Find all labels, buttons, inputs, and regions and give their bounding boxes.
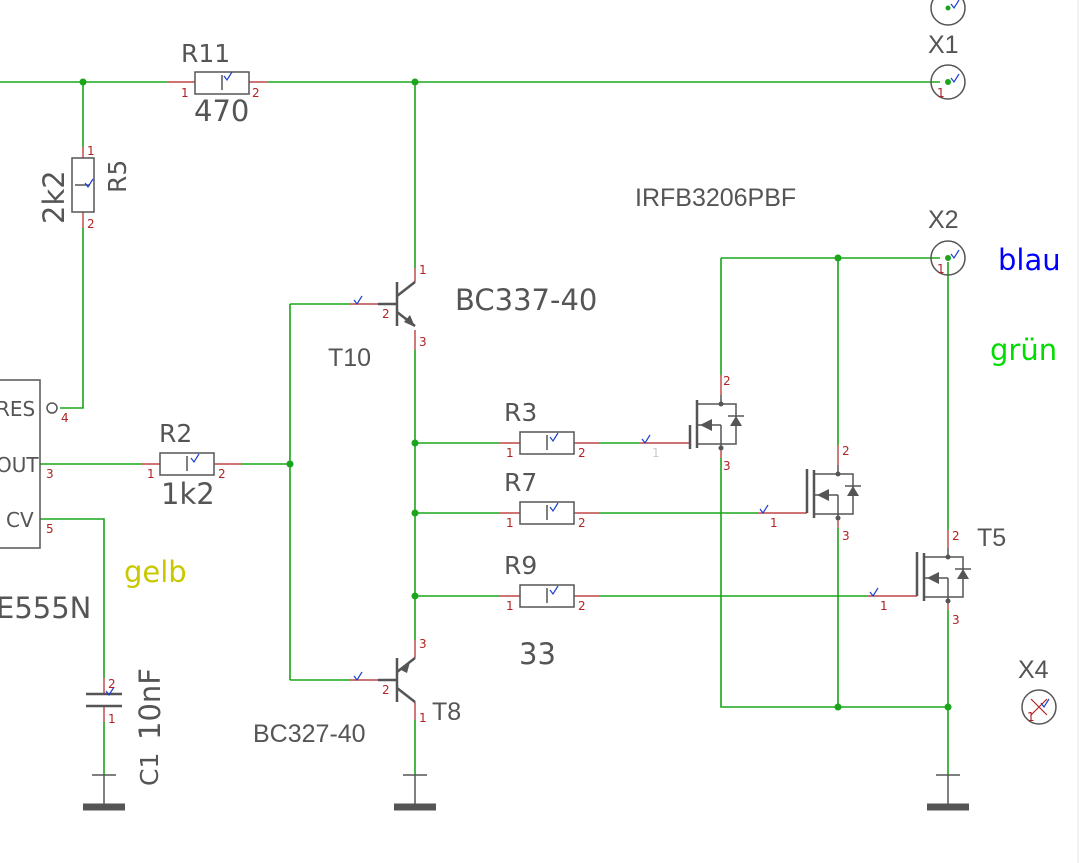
transistor-part: BC337-40 — [455, 283, 597, 317]
pin-number: 2 — [723, 374, 731, 388]
pin-number: 3 — [419, 335, 427, 349]
pin-number: 1 — [87, 144, 95, 158]
connector-label: X4 — [1018, 656, 1049, 684]
capacitor-c1[interactable]: 2 1 10nF C1 — [86, 668, 167, 786]
junctions — [79, 78, 952, 711]
ic-body — [0, 379, 41, 549]
capacitor-label: C1 — [135, 753, 164, 786]
pin-number: 1 — [181, 86, 189, 100]
transistor-t8[interactable]: 3 2 1 T8 BC327-40 — [253, 637, 461, 748]
junction-dot — [411, 509, 419, 517]
pin-number: 1 — [652, 446, 660, 460]
ic-pin-number: 4 — [61, 411, 69, 425]
pin-number: 2 — [252, 86, 260, 100]
transistor-label: T10 — [328, 344, 371, 372]
resistor-label: R3 — [504, 398, 537, 427]
wire-color-label-blau: blau — [998, 243, 1061, 277]
mosfet-2[interactable]: 1 2 3 — [758, 444, 861, 543]
wires — [0, 81, 949, 775]
pin-number: 2 — [952, 529, 960, 543]
resistor-label: R7 — [504, 468, 537, 497]
resistor-r5[interactable]: 1 2 R5 2k2 — [37, 144, 132, 231]
pin-number: 1 — [506, 516, 514, 530]
resistor-r7[interactable]: 1 2 R7 — [500, 468, 600, 530]
capacitor-value: 10nF — [133, 668, 167, 740]
connector-x1[interactable]: 1 X1 — [928, 31, 966, 100]
junction-dot — [411, 439, 419, 447]
resistor-label: R11 — [181, 39, 230, 68]
resistor-value: 2k2 — [37, 170, 71, 224]
pin-number: 1 — [506, 599, 514, 613]
pin-number: 1 — [506, 446, 514, 460]
pin-number: 3 — [842, 529, 850, 543]
transistor-part: BC327-40 — [253, 720, 366, 748]
pin-number: 1 — [770, 516, 778, 530]
resistor-label: R9 — [504, 551, 537, 580]
pin-number: 1 — [1027, 710, 1035, 724]
pin-number: 2 — [87, 217, 95, 231]
inverter-bubble — [46, 402, 58, 414]
pin-number: 3 — [419, 637, 427, 651]
pin-number: 1 — [419, 711, 427, 725]
ic-part-label: E555N — [0, 591, 91, 625]
pin-number: 2 — [578, 599, 586, 613]
resistor-r2[interactable]: 1 2 R2 1k2 — [141, 419, 241, 511]
ic-pin-label: RES — [0, 397, 35, 421]
ic-pin-label: OUT — [0, 453, 39, 477]
ic-pin-number: 3 — [46, 467, 54, 481]
junction-dot — [944, 703, 952, 711]
junction-dot — [834, 703, 842, 711]
junction-dot — [286, 460, 294, 468]
resistor-label: R2 — [159, 419, 192, 448]
ic-pin-number: 5 — [46, 522, 54, 536]
pin-number: 1 — [147, 467, 155, 481]
pin-number: 2 — [108, 677, 116, 691]
connector-x4[interactable]: 1 X4 — [1018, 656, 1057, 725]
junction-dot — [411, 592, 419, 600]
junction-dot — [834, 254, 842, 262]
resistor-r9[interactable]: 1 2 R9 33 — [500, 551, 600, 671]
pin-number: 2 — [578, 446, 586, 460]
resistor-value: 1k2 — [161, 477, 215, 511]
pin-number: 2 — [218, 467, 226, 481]
pin-number: 1 — [419, 263, 427, 277]
connector-label: X2 — [928, 206, 959, 234]
wire-color-label-gelb: gelb — [124, 555, 187, 589]
resistor-r3[interactable]: 1 2 R3 — [500, 398, 600, 460]
connector-top-partial[interactable] — [930, 0, 966, 26]
pin-number: 2 — [578, 516, 586, 530]
connector-x2[interactable]: 1 X2 — [928, 206, 966, 276]
pin-number: 1 — [880, 599, 888, 613]
pin-number: 3 — [952, 613, 960, 627]
pin-number: 2 — [842, 444, 850, 458]
ic-pin-label: CV — [6, 508, 34, 532]
wire-color-label-gruen: grün — [990, 333, 1057, 367]
pin-number: 3 — [723, 459, 731, 473]
mosfet-1[interactable]: 1 2 3 IRFB3206PBF — [635, 184, 796, 473]
mosfet-part: IRFB3206PBF — [635, 184, 796, 212]
pin-number: 1 — [937, 86, 945, 100]
mosfet-t5[interactable]: 1 2 3 T5 — [868, 524, 1006, 627]
connector-label: X1 — [928, 31, 959, 59]
transistor-t10[interactable]: 1 2 3 T10 BC337-40 — [328, 263, 597, 372]
resistor-value: 33 — [519, 637, 556, 671]
pin-number: 2 — [382, 683, 390, 697]
junction-dot — [411, 78, 419, 86]
resistor-label: R5 — [103, 160, 132, 193]
ic-555[interactable]: RES 4 OUT 3 CV 5 E555N — [0, 379, 91, 625]
junction-dot — [79, 78, 87, 86]
pin-number: 1 — [937, 262, 945, 276]
ground-symbols — [83, 774, 969, 811]
resistor-r11[interactable]: 1 2 R11 470 — [168, 39, 268, 128]
transistor-label: T8 — [432, 698, 461, 726]
pin-number: 2 — [382, 307, 390, 321]
pin-number: 1 — [108, 712, 116, 726]
mosfet-label: T5 — [977, 524, 1006, 552]
resistor-value: 470 — [194, 94, 249, 128]
